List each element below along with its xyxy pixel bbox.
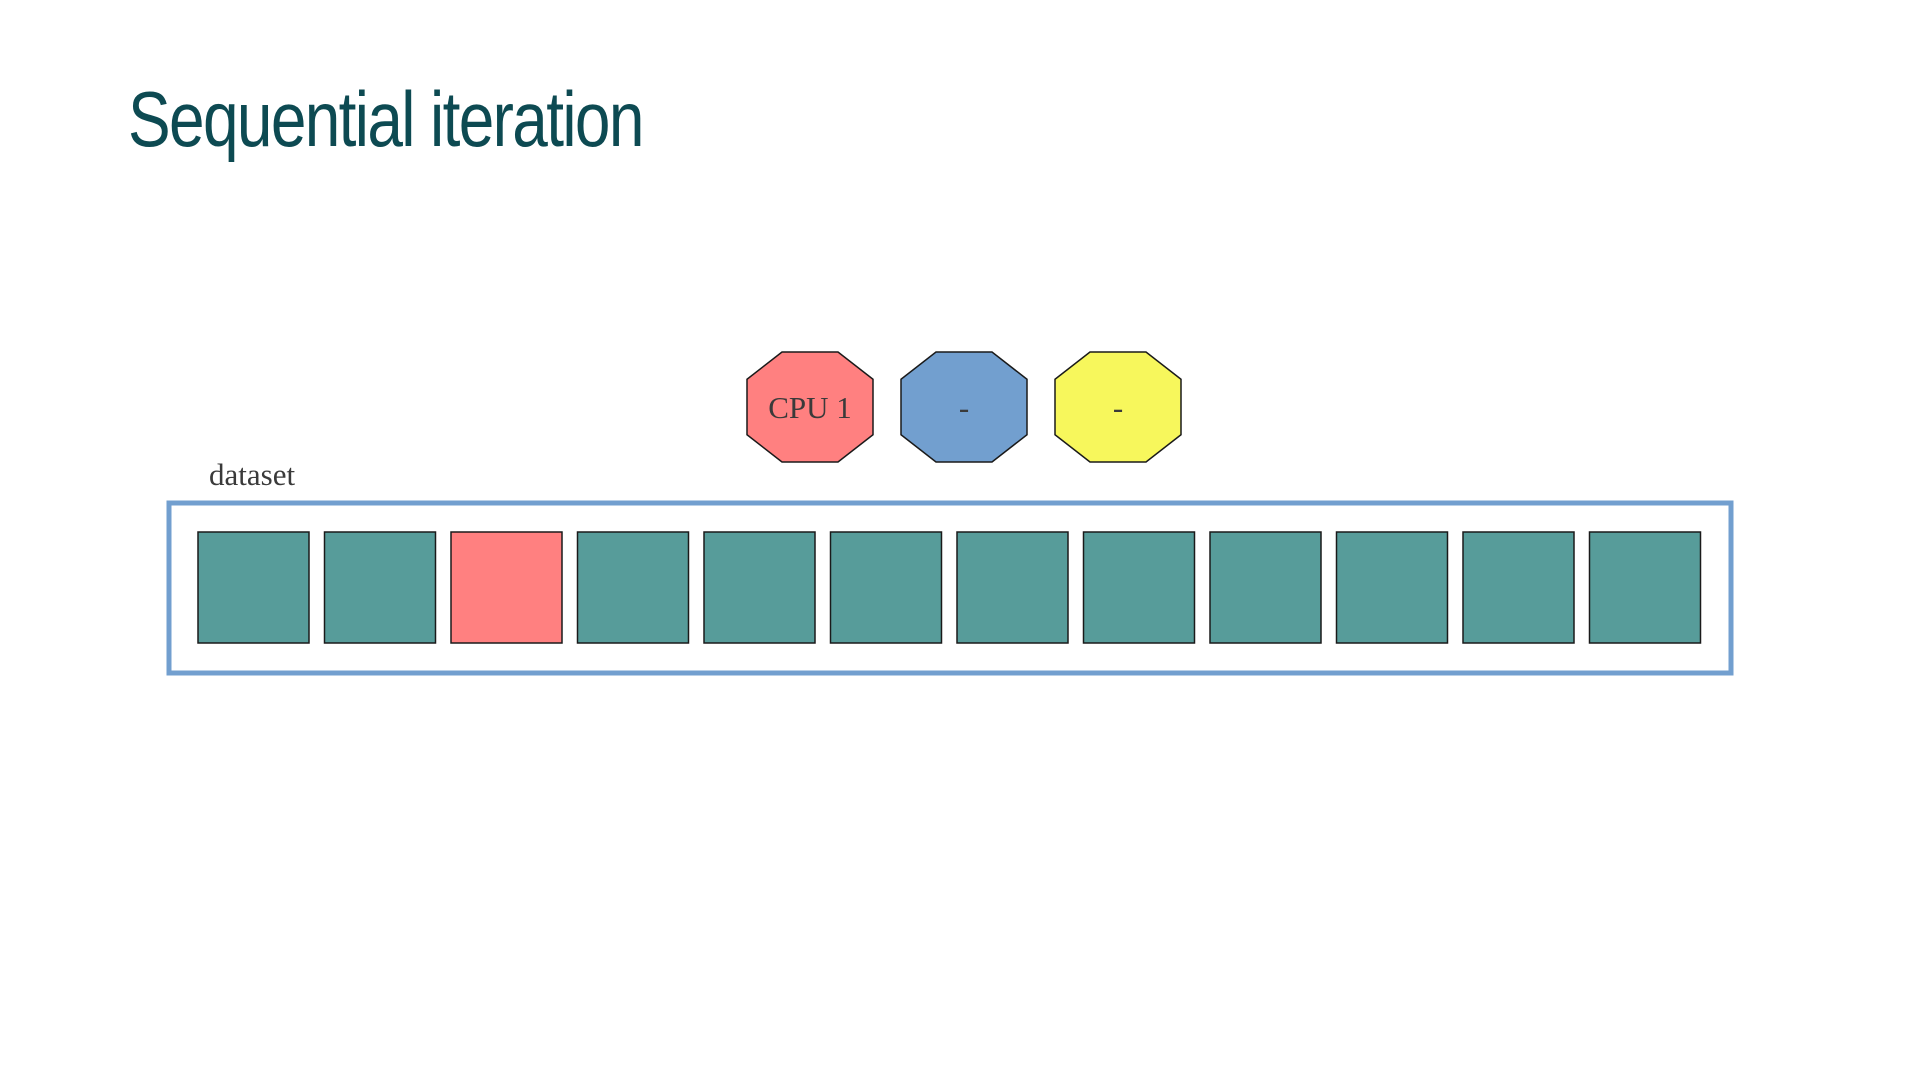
dataset-item: [576, 531, 690, 644]
dataset-item: [1209, 531, 1322, 644]
worker-node: -: [900, 351, 1028, 463]
dataset-item: [323, 531, 437, 644]
worker-label: -: [1113, 390, 1123, 425]
dataset-item: [1462, 531, 1575, 644]
dataset-container: [166, 500, 1734, 676]
dataset-item-active: [450, 531, 563, 644]
worker-node: -: [1054, 351, 1182, 463]
dataset-item: [703, 531, 816, 644]
workers-group: CPU 1 - -: [746, 351, 1182, 463]
worker-octagon: [746, 351, 874, 463]
worker-octagon: [1054, 351, 1182, 463]
worker-node: CPU 1: [746, 351, 874, 463]
dataset-label: dataset: [209, 457, 295, 492]
worker-label: CPU 1: [768, 390, 852, 425]
dataset-item: [1335, 531, 1449, 644]
dataset-item: [1082, 531, 1196, 644]
worker-octagon: [900, 351, 1028, 463]
slide-title: Sequential iteration: [128, 75, 644, 163]
dataset-item: [956, 531, 1069, 644]
dataset-item: [829, 531, 943, 644]
dataset-item: [197, 531, 310, 644]
dataset-item: [1588, 531, 1702, 644]
dataset-items: [197, 531, 1702, 644]
worker-label: -: [959, 390, 969, 425]
